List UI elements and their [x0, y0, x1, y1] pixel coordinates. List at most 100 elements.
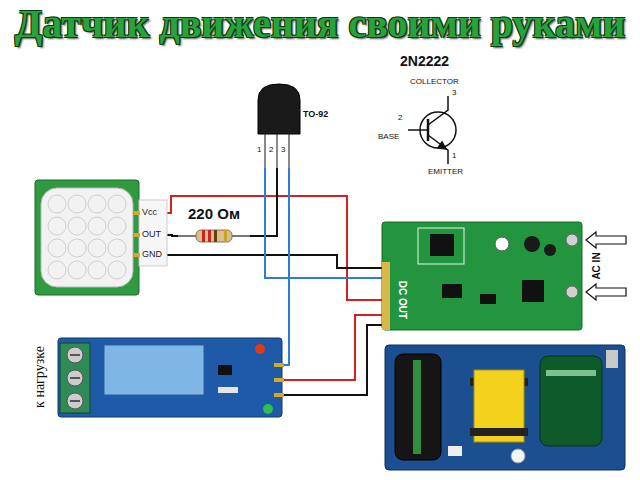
wire: [284, 325, 382, 395]
dc-pads: [382, 262, 390, 330]
wire: [167, 196, 382, 300]
color-band: [224, 230, 227, 242]
terminal-label: DC OUT: [397, 281, 408, 319]
transistor-leg: [276, 132, 278, 168]
terminal: [566, 286, 578, 298]
led: [511, 449, 525, 463]
hollow-arrow: [586, 284, 626, 300]
capacitor: [524, 236, 540, 252]
component: [218, 365, 232, 375]
lens-cell: [108, 239, 126, 257]
pcb: [35, 180, 139, 295]
pin: [134, 211, 140, 215]
emitter-lead: [428, 135, 448, 164]
wire: [284, 168, 289, 365]
pin-name: EMITTER: [428, 168, 463, 177]
wire: [265, 168, 382, 278]
base-lead: [408, 129, 428, 131]
lens-cell: [88, 195, 106, 213]
transistor-package: TO-92: [250, 82, 334, 168]
pir-sensor-module: VccOUTGND: [35, 180, 167, 295]
lens-cell: [48, 217, 66, 235]
power-module-drawing: [382, 222, 608, 330]
resistor: 220 Ом: [178, 206, 250, 244]
to92-package: [258, 84, 300, 134]
screw: [67, 370, 83, 386]
relay-body: [104, 345, 204, 395]
value-label: 220 Ом: [188, 206, 240, 223]
transformer-core: [470, 428, 528, 436]
capacitor: [544, 244, 556, 256]
pin-number: 3: [452, 89, 456, 98]
fresnel-dome: [41, 188, 133, 287]
leg-number: 3: [281, 146, 285, 155]
pin-name: COLLECTOR: [410, 78, 459, 87]
lens-cell: [88, 217, 106, 235]
pin-label: GND: [142, 250, 162, 260]
capacitor: [395, 354, 441, 460]
color-band: [214, 230, 217, 242]
color-band: [202, 230, 205, 242]
component: [218, 387, 238, 393]
led: [255, 344, 265, 354]
color-band: [208, 230, 211, 242]
lens-cell: [48, 195, 66, 213]
transistor-package-drawing: [250, 82, 334, 168]
pin: [134, 233, 140, 237]
package-label: TO-92: [303, 110, 328, 120]
lens-cell: [108, 217, 126, 235]
led: [263, 404, 273, 414]
transistor-symbol: [408, 96, 456, 164]
component: [606, 350, 618, 368]
screw-slot: [70, 354, 80, 356]
transistor-leg: [264, 132, 266, 168]
component: [448, 446, 462, 456]
wire: [250, 168, 277, 236]
terminal-block: [60, 343, 90, 413]
chip: [480, 294, 496, 304]
lens-cell: [108, 261, 126, 279]
chip: [442, 284, 462, 298]
collector-lead: [428, 96, 448, 125]
relay-module: к нагрузке: [28, 335, 284, 420]
screw: [67, 347, 83, 363]
capacitor: [540, 356, 602, 446]
lens-cell: [48, 239, 66, 257]
transistor-leg: [288, 132, 290, 168]
capacitor-stripe: [413, 360, 421, 454]
hollow-arrow: [586, 232, 626, 248]
leg-number: 1: [257, 146, 261, 155]
header-pin: [274, 393, 284, 397]
pin-strip: [139, 200, 167, 266]
base-bar: [427, 119, 430, 141]
header-pin: [274, 363, 284, 367]
power-module: DC OUTAC IN: [382, 222, 608, 330]
pin-number: 1: [452, 152, 456, 161]
relay-module-drawing: [28, 335, 284, 420]
pin-number: 2: [398, 114, 402, 123]
terminal: [566, 234, 578, 246]
lens-cell: [108, 195, 126, 213]
lens-cell: [88, 261, 106, 279]
pin: [134, 253, 140, 257]
header-pin: [274, 378, 284, 382]
pin-name: BASE: [378, 133, 399, 142]
pin-label: OUT: [142, 230, 161, 240]
lens-cell: [48, 261, 66, 279]
screw: [67, 393, 83, 409]
screw-slot: [70, 377, 80, 379]
pcb: [58, 338, 282, 417]
chip: [522, 280, 544, 302]
lens-cell: [68, 195, 86, 213]
page-title: Датчик движения своими руками: [15, 2, 626, 46]
power-module-photo: [385, 345, 625, 470]
pcb: [382, 222, 582, 330]
wire: [167, 235, 178, 236]
capacitor-print: [546, 370, 596, 376]
lens-cell: [68, 217, 86, 235]
resistor-body: [196, 230, 232, 242]
part-number: 2N2222: [400, 54, 449, 69]
